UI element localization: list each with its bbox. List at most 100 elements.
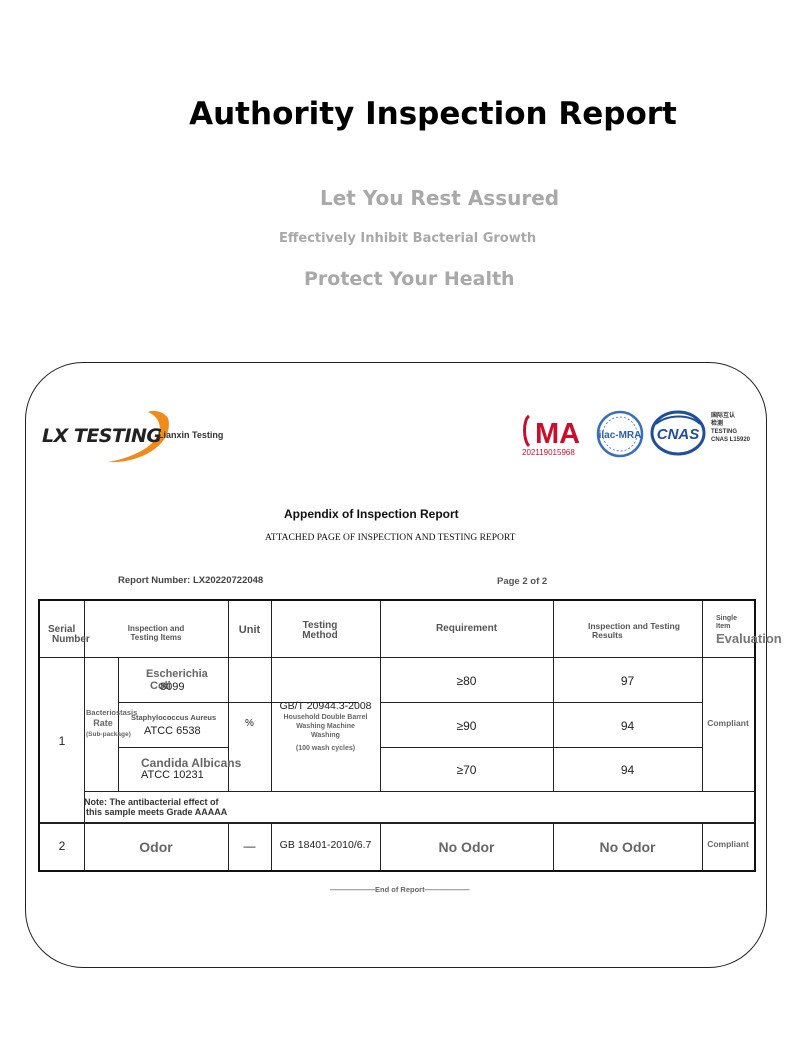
row2-serial: 2 <box>58 839 66 853</box>
strain-2-result: 94 <box>620 719 635 733</box>
cnas-info-line: TESTING <box>711 429 738 435</box>
table-rule <box>40 657 754 658</box>
row1-method-line: Washing <box>311 732 340 739</box>
strain-3-requirement: ≥70 <box>456 763 477 777</box>
header-serial-line: Number <box>52 634 90 645</box>
header-results-line: Results <box>592 630 623 640</box>
header-results: Inspection and Testing Results <box>588 622 680 640</box>
table-rule <box>553 822 554 870</box>
report-number: Report Number: LX20220722048 <box>118 575 264 586</box>
table-rule <box>380 747 702 748</box>
strain-2-requirement: ≥90 <box>456 719 477 733</box>
header-results-line: Inspection and Testing <box>588 621 680 631</box>
table-rule <box>553 601 554 791</box>
header-serial: Serial Number <box>48 625 90 645</box>
header-method-line: Testing <box>302 620 338 631</box>
cnas-info-line: 国际互认 <box>711 413 736 419</box>
row1-item-line: Rate <box>93 718 113 728</box>
header-items-line: Testing Items <box>130 633 182 642</box>
row1-method-line: GB/T 20944.3-2008 <box>279 700 372 712</box>
row1-note: Note: The antibacterial effect of this s… <box>84 797 227 817</box>
strain-3-result: 94 <box>620 763 635 777</box>
header-evaluation-line: Evaluation <box>716 631 782 646</box>
cnas-mark-icon: CNAS <box>650 410 706 456</box>
table-rule <box>271 601 272 791</box>
cnas-info: 国际互认 检测 TESTING CNAS L15920 <box>711 412 750 444</box>
strain-name: Coli <box>150 680 171 692</box>
cma-mark-icon: MA <box>523 414 580 450</box>
lx-testing-logo-text: LX TESTING <box>42 425 162 447</box>
strain-2: Staphylococcus Aureus <box>131 713 217 722</box>
cnas-info-line: CNAS L15920 <box>711 437 751 443</box>
strain-name: Escherichia <box>146 668 208 680</box>
tagline-rest-assured: Let You Rest Assured <box>320 186 560 210</box>
table-rule <box>380 601 381 791</box>
row2-method: GB 18401-2010/6.7 <box>279 839 372 851</box>
header-unit: Unit <box>238 624 261 636</box>
row2-requirement: No Odor <box>438 839 495 855</box>
strain-1-requirement: ≥80 <box>456 674 477 688</box>
table-rule <box>702 822 703 870</box>
row1-method-line: (100 wash cycles) <box>295 745 356 752</box>
row1-item-line: (Sub-package) <box>86 731 131 738</box>
svg-text:MA: MA <box>535 418 580 450</box>
table-rule <box>271 822 272 870</box>
row1-unit: % <box>245 718 254 729</box>
ilac-mra-icon: ilac-MRA <box>596 410 644 458</box>
table-rule <box>40 822 754 824</box>
end-of-report: ——————End of Report—————— <box>330 885 470 894</box>
row1-method-line: Household Double Barrel <box>283 714 368 721</box>
row1-note-line: Note: The antibacterial effect of <box>84 797 219 807</box>
table-rule <box>84 601 85 870</box>
svg-text:CNAS: CNAS <box>657 426 700 443</box>
svg-text:ilac-MRA: ilac-MRA <box>599 430 642 441</box>
tagline-protect-health: Protect Your Health <box>304 268 515 290</box>
strain-1-result: 97 <box>620 674 635 688</box>
row2-unit: — <box>243 839 256 853</box>
header-method-line: Method <box>302 630 338 641</box>
row1-method-line: Washing Machine <box>296 723 355 730</box>
row1-method: GB/T 20944.3-2008 Household Double Barre… <box>271 699 380 753</box>
tagline-inhibit-bacteria: Effectively Inhibit Bacterial Growth <box>279 231 537 246</box>
lab-name: Lianxin Testing <box>158 430 224 440</box>
table-rule <box>118 747 228 748</box>
table-rule <box>228 601 229 791</box>
table-rule <box>380 822 381 870</box>
table-rule <box>380 702 702 703</box>
page-title: Authority Inspection Report <box>189 96 677 132</box>
header-evaluation-line: Single <box>716 615 738 622</box>
row2-evaluation: Compliant <box>707 839 749 849</box>
table-rule <box>84 791 754 792</box>
strain-1: Escherichia Coli <box>146 668 208 692</box>
header-items-line: Inspection and <box>127 624 185 633</box>
row2-result: No Odor <box>599 839 656 855</box>
strain-3-code: ATCC 10231 <box>141 769 204 781</box>
row1-note-line: this sample meets Grade AAAAA <box>86 807 228 817</box>
inspection-table: Serial Number Inspection and Testing Ite… <box>38 599 782 872</box>
strain-3: Candida Albicans <box>141 756 242 770</box>
lx-testing-swoosh-logo <box>108 410 169 463</box>
report-frame <box>25 362 767 968</box>
row1-evaluation: Compliant <box>707 718 749 728</box>
table-rule <box>702 601 703 791</box>
table-rule <box>118 657 119 791</box>
header-method: Testing Method <box>280 621 360 641</box>
header-evaluation-line: Item <box>716 623 731 630</box>
table-rule <box>228 822 229 870</box>
appendix-subtitle: ATTACHED PAGE OF INSPECTION AND TESTING … <box>265 533 516 543</box>
table-rule <box>118 702 358 703</box>
header-requirement: Requirement <box>435 623 498 634</box>
row1-item-line: Bacteriostasis <box>86 708 138 717</box>
page-indicator: Page 2 of 2 <box>497 576 548 587</box>
cnas-info-line: 检测 <box>711 421 724 427</box>
header-items: Inspection and Testing Items <box>84 624 228 642</box>
appendix-title: Appendix of Inspection Report <box>284 507 459 521</box>
header-serial-line: Serial <box>48 624 76 635</box>
row1-item: Bacteriostasis Rate (Sub-package) <box>86 707 138 740</box>
strain-1-code: 8099 <box>160 681 185 693</box>
header-evaluation: Single Item Evaluation <box>716 615 782 647</box>
row1-serial: 1 <box>58 734 66 748</box>
cma-number: 202119015968 <box>522 448 575 457</box>
row2-item: Odor <box>139 839 173 855</box>
strain-2-code: ATCC 6538 <box>144 725 201 737</box>
